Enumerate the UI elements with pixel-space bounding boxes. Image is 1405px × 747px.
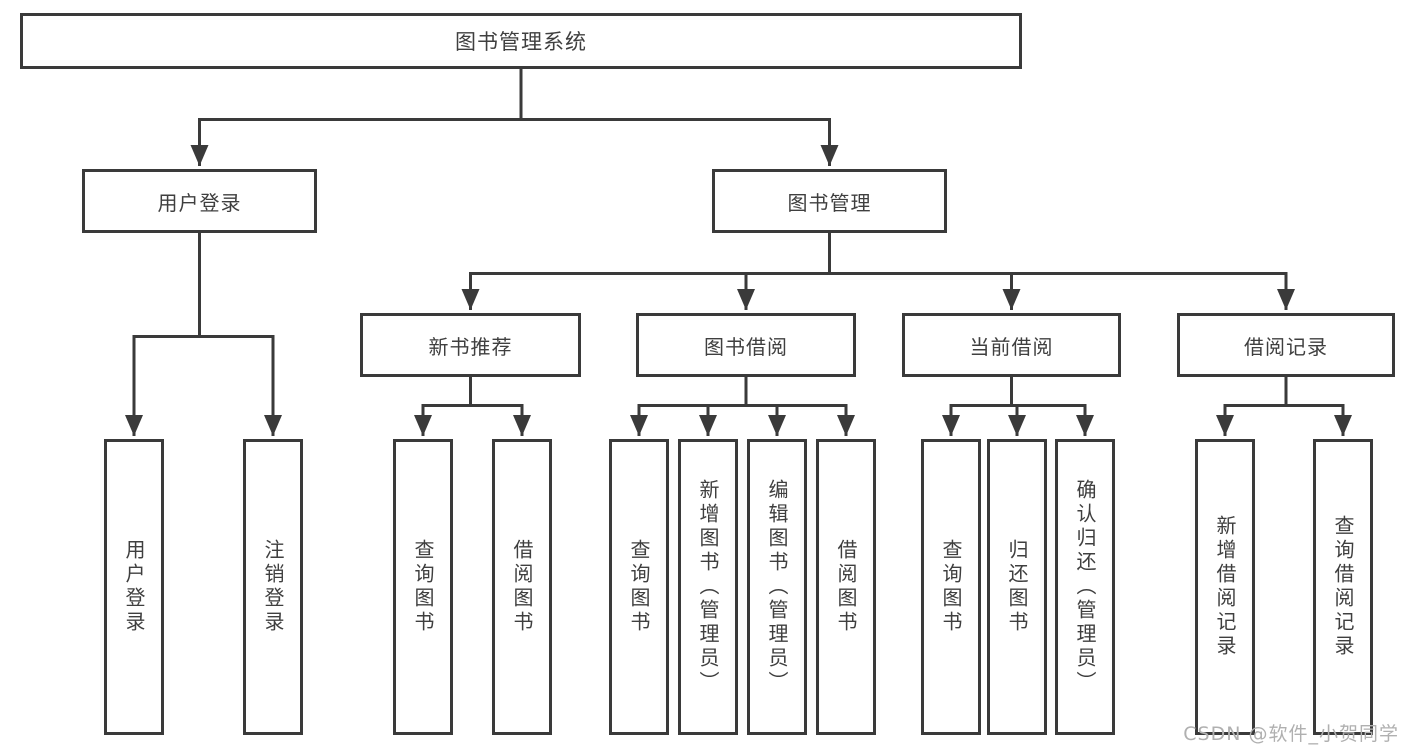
leaf-user-login-label: 用户登录 <box>122 539 146 635</box>
node-root-label: 图书管理系统 <box>455 30 587 54</box>
leaf-borrow-books-2-label: 借阅图书 <box>834 539 858 635</box>
node-borrow-records: 借阅记录 <box>1177 313 1395 377</box>
leaf-query-books-1: 查询图书 <box>393 439 453 735</box>
leaf-borrow-books-1: 借阅图书 <box>492 439 552 735</box>
leaf-add-book-admin-label: 新增图书（管理员） <box>696 479 720 695</box>
node-user-login: 用户登录 <box>82 169 317 233</box>
leaf-borrow-books-1-label: 借阅图书 <box>510 539 534 635</box>
leaf-query-books-2: 查询图书 <box>609 439 669 735</box>
watermark: CSDN @软件_小贺同学 <box>1183 723 1399 745</box>
leaf-query-borrow-record-label: 查询借阅记录 <box>1331 515 1355 659</box>
node-current-borrow-label: 当前借阅 <box>969 334 1054 359</box>
node-book-management: 图书管理 <box>712 169 947 233</box>
leaf-add-borrow-record: 新增借阅记录 <box>1195 439 1255 735</box>
node-root: 图书管理系统 <box>20 13 1022 69</box>
leaf-confirm-return-admin: 确认归还（管理员） <box>1055 439 1115 735</box>
leaf-query-books-3-label: 查询图书 <box>939 539 963 635</box>
leaf-borrow-books-2: 借阅图书 <box>816 439 876 735</box>
node-book-management-label: 图书管理 <box>787 190 872 215</box>
leaf-query-books-3: 查询图书 <box>921 439 981 735</box>
node-borrow-records-label: 借阅记录 <box>1244 334 1328 359</box>
leaf-return-book-label: 归还图书 <box>1005 539 1029 635</box>
node-new-book-recommend-label: 新书推荐 <box>428 334 513 359</box>
leaf-edit-book-admin: 编辑图书（管理员） <box>747 439 807 735</box>
leaf-query-books-2-label: 查询图书 <box>627 539 651 635</box>
leaf-edit-book-admin-label: 编辑图书（管理员） <box>765 479 789 695</box>
node-book-borrow: 图书借阅 <box>636 313 856 377</box>
leaf-add-borrow-record-label: 新增借阅记录 <box>1213 515 1237 659</box>
leaf-return-book: 归还图书 <box>987 439 1047 735</box>
node-new-book-recommend: 新书推荐 <box>360 313 581 377</box>
leaf-logout: 注销登录 <box>243 439 303 735</box>
leaf-logout-label: 注销登录 <box>261 539 285 635</box>
leaf-add-book-admin: 新增图书（管理员） <box>678 439 738 735</box>
node-user-login-label: 用户登录 <box>157 190 242 215</box>
node-book-borrow-label: 图书借阅 <box>704 334 788 359</box>
node-current-borrow: 当前借阅 <box>902 313 1121 377</box>
leaf-user-login: 用户登录 <box>104 439 164 735</box>
leaf-confirm-return-admin-label: 确认归还（管理员） <box>1073 479 1097 695</box>
leaf-query-books-1-label: 查询图书 <box>411 539 435 635</box>
leaf-query-borrow-record: 查询借阅记录 <box>1313 439 1373 735</box>
